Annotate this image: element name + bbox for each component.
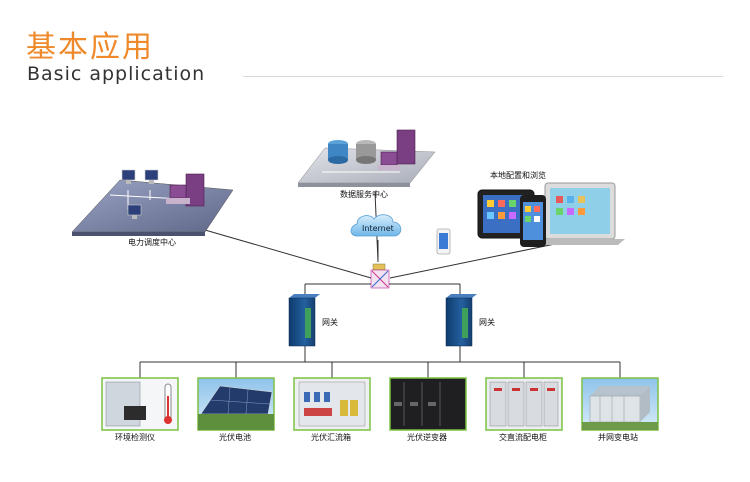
server-icon <box>166 173 205 207</box>
device-label: 光伏电池 <box>219 432 251 442</box>
computer-icon <box>127 204 142 219</box>
device-label: 光伏汇流箱 <box>311 432 351 442</box>
database-icon <box>356 140 376 164</box>
server-icon <box>378 129 416 170</box>
smartphone-icon <box>520 195 546 247</box>
device-label: 交直流配电柜 <box>499 432 547 442</box>
page-title: 基本应用 <box>26 30 154 65</box>
router-icon <box>370 263 390 289</box>
laptop-icon <box>535 182 625 245</box>
local-config-node: 本地配置和浏览 <box>477 170 625 247</box>
internet-cloud-icon: Internet <box>350 214 402 237</box>
device-distribution-cabinet: 交直流配电柜 <box>485 377 563 442</box>
page-subtitle: Basic application <box>27 63 206 85</box>
device-combiner-box: 光伏汇流箱 <box>293 377 371 442</box>
local-config-label: 本地配置和浏览 <box>490 170 546 180</box>
computer-icon <box>121 169 136 184</box>
data-center-node: 数据服务中心 <box>297 129 436 199</box>
database-icon <box>328 140 348 164</box>
device-substation: 并网变电站 <box>581 377 659 442</box>
internet-label: Internet <box>362 224 394 233</box>
data-center-label: 数据服务中心 <box>340 189 388 199</box>
gateway-left-label: 网关 <box>322 317 338 327</box>
gateway-left-node: 网关 <box>288 294 338 347</box>
device-label: 光伏逆变器 <box>407 432 447 442</box>
dispatch-center-node: 电力调度中心 <box>71 169 234 247</box>
smartphone-icon <box>436 228 451 255</box>
device-pv-inverter: 光伏逆变器 <box>389 377 467 442</box>
device-pv-panel: 光伏电池 <box>197 377 275 442</box>
device-env-monitor: 环境检测仪 <box>101 377 179 442</box>
gateway-right-label: 网关 <box>479 317 495 327</box>
device-label: 并网变电站 <box>598 432 638 442</box>
connection-lines <box>139 191 621 378</box>
header-divider <box>243 76 723 77</box>
device-label: 环境检测仪 <box>115 432 155 442</box>
computer-icon <box>144 169 159 184</box>
dispatch-center-label: 电力调度中心 <box>128 237 176 247</box>
gateway-right-node: 网关 <box>445 294 495 347</box>
